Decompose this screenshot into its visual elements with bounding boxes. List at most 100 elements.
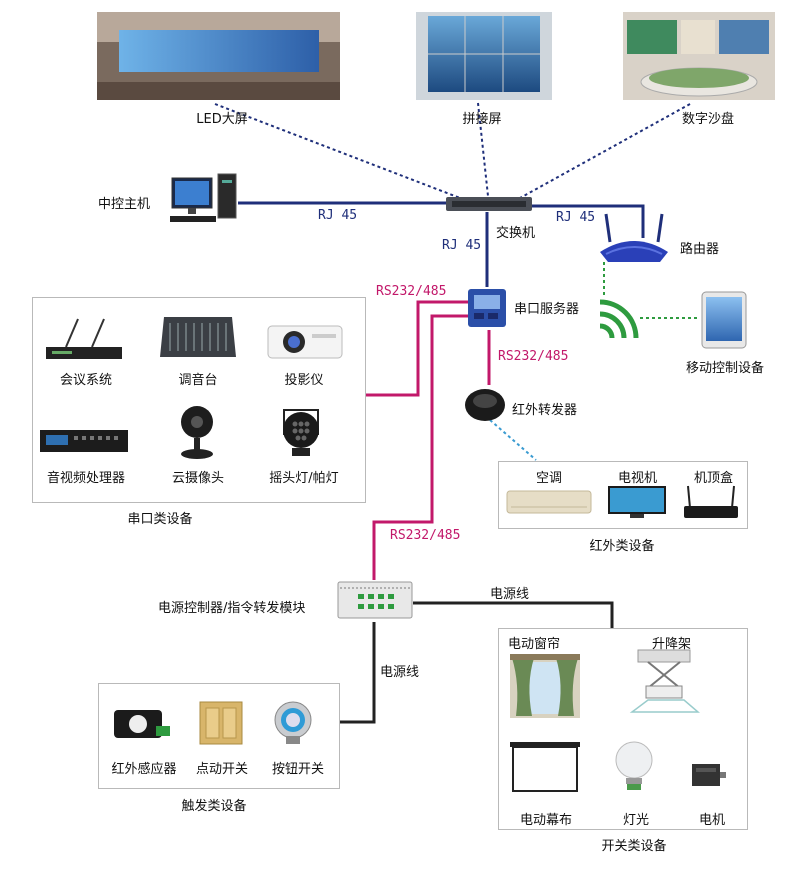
power-controller-icon (337, 581, 413, 619)
serial-group-title: 串口类设备 (127, 512, 193, 527)
conference-system (44, 313, 124, 361)
av-processor-icon (40, 430, 128, 452)
light-bulb-icon (615, 741, 653, 790)
stage-light-icon (283, 409, 319, 456)
mobile-device (700, 290, 748, 350)
motion-sensor-icon (114, 710, 170, 738)
momentary-switch-label: 点动开关 (195, 762, 249, 777)
electric-curtain (510, 654, 580, 718)
motor-icon (692, 764, 726, 786)
screen-label: 电动幕布 (519, 813, 573, 828)
projector-label: 投影仪 (284, 373, 324, 388)
switch-group-title: 开关类设备 (601, 839, 667, 854)
network-switch (446, 195, 532, 213)
conference-mic-icon (46, 318, 122, 359)
host-computer (168, 170, 238, 226)
settop-box (682, 484, 740, 520)
video-wall-icon (416, 12, 552, 100)
videowall-photo (416, 12, 552, 100)
stage-light (276, 404, 326, 460)
lighting (612, 738, 656, 796)
wire-serial-to-power (372, 314, 468, 580)
television-icon (608, 486, 666, 518)
push-button-label: 按钮开关 (271, 762, 325, 777)
stage-light-label: 摇头灯/帕灯 (269, 471, 339, 486)
conference-system-label: 会议系统 (59, 373, 113, 388)
ir-transmitter-icon (465, 389, 505, 421)
power-controller (336, 578, 414, 622)
wire-power-to-switchdevices (413, 601, 614, 628)
ir-transmitter (463, 385, 507, 423)
audio-mixer-label: 调音台 (178, 373, 218, 388)
ir-sensor-label: 红外感应器 (111, 762, 177, 777)
power-line-switch-label: 电源线 (490, 587, 530, 602)
sandtable-label: 数字沙盘 (681, 112, 735, 127)
desktop-computer-icon (170, 173, 237, 222)
led-screen-photo (97, 12, 340, 100)
tablet-icon (701, 291, 747, 349)
wire-led-to-switch (214, 103, 461, 199)
air-conditioner-label: 空调 (536, 471, 563, 486)
ir-transmitter-label: 红外转发器 (512, 403, 578, 418)
projector (266, 318, 344, 362)
rs-ir-label: RS232/485 (498, 349, 569, 364)
rj45-router-label: RJ 45 (556, 210, 596, 225)
air-conditioner (505, 487, 593, 517)
audio-mixer-icon (160, 317, 236, 357)
projector-icon (267, 325, 343, 359)
av-processor (38, 426, 130, 456)
motor-label: 电机 (698, 813, 726, 828)
projection-screen-icon (510, 742, 580, 792)
cloud-camera (172, 404, 222, 460)
power-line-trigger-label: 电源线 (380, 665, 420, 680)
momentary-switch (198, 700, 244, 746)
serial-server-label: 串口服务器 (514, 302, 580, 317)
motor (688, 760, 728, 790)
audio-mixer (158, 313, 238, 361)
tv-label: 电视机 (618, 471, 658, 486)
serial-server (466, 285, 508, 331)
av-processor-label: 音视频处理器 (46, 471, 126, 486)
sandtable-photo (623, 12, 775, 100)
camera-icon (181, 406, 213, 459)
trigger-group-title: 触发类设备 (181, 799, 247, 814)
host-label: 中控主机 (98, 197, 151, 212)
push-button-icon (274, 701, 312, 744)
cloud-camera-label: 云摄像头 (171, 471, 225, 486)
sand-table-icon (623, 12, 775, 100)
television (606, 484, 668, 520)
router (596, 212, 672, 264)
light-label: 灯光 (622, 813, 650, 828)
rj45-host-label: RJ 45 (318, 208, 358, 223)
switch-label: 交换机 (496, 226, 536, 241)
router-label: 路由器 (680, 242, 720, 257)
lift-rack (628, 648, 701, 718)
wire-switch-to-router (530, 204, 645, 238)
serial-server-icon (468, 289, 506, 327)
wire-serial-to-serialgroup (364, 300, 468, 397)
ir-sensor (112, 704, 172, 744)
wire-sandtable-to-switch (519, 103, 691, 199)
curtain-label: 电动窗帘 (508, 637, 561, 652)
electric-screen (510, 742, 580, 794)
videowall-label: 拼接屏 (462, 112, 502, 127)
network-switch-icon (446, 197, 532, 211)
lift-rack-icon (629, 649, 701, 713)
mobile-label: 移动控制设备 (686, 361, 765, 376)
led-screen-icon (97, 12, 340, 100)
rs-power-label: RS232/485 (390, 528, 461, 543)
curtain-icon (510, 654, 580, 718)
rj45-serial-label: RJ 45 (442, 238, 482, 253)
wire-power-to-trigger (338, 622, 376, 724)
wire-ir-to-devices (489, 419, 537, 461)
wifi-router-icon (600, 213, 668, 262)
settop-box-label: 机顶盒 (694, 471, 734, 486)
settop-box-icon (684, 485, 738, 518)
led-screen-label: LED大屏 (196, 112, 248, 127)
wall-switch-icon (199, 701, 243, 745)
power-controller-label: 电源控制器/指令转发模块 (158, 601, 306, 616)
lift-label: 升降架 (652, 637, 692, 652)
wifi-signal-icon (599, 299, 639, 339)
